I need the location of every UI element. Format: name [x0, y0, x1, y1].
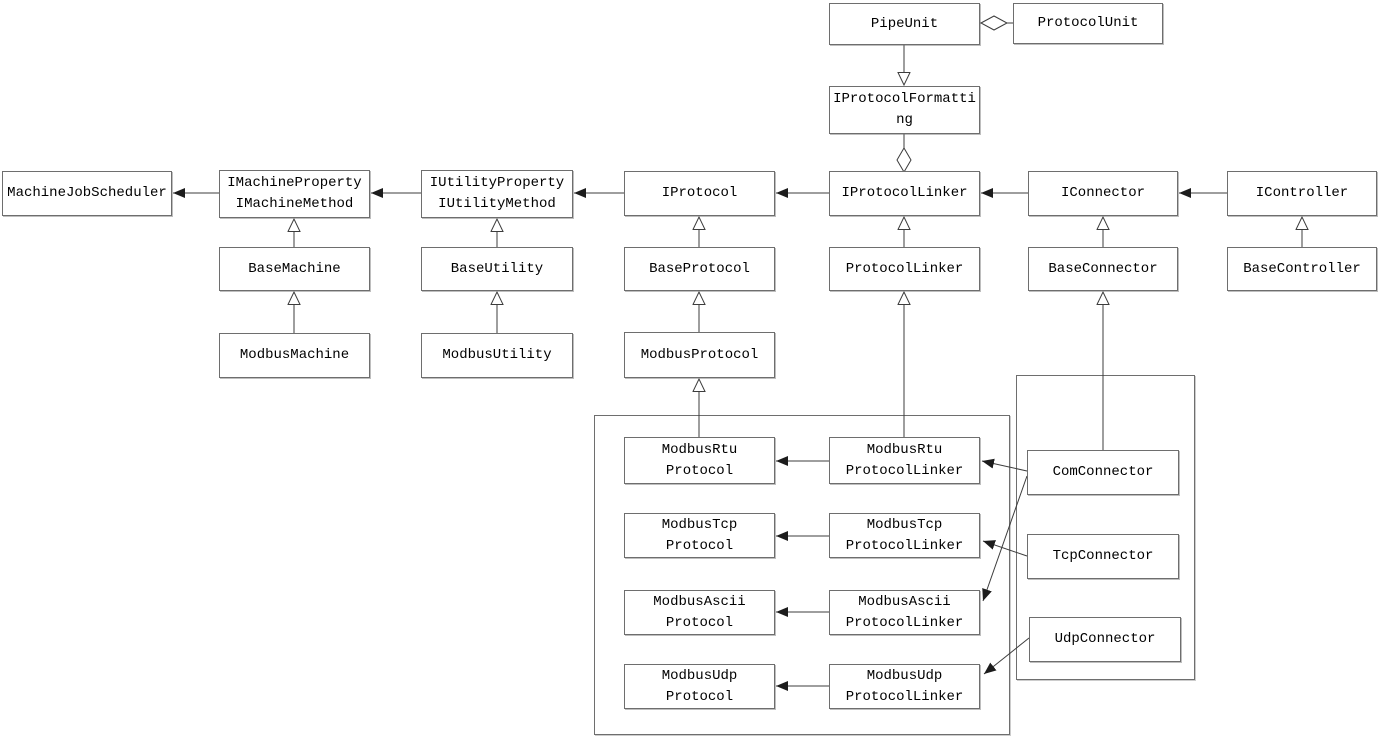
class-box-modbus-utility: ModbusUtility	[421, 333, 573, 378]
class-box-base-protocol: BaseProtocol	[624, 247, 775, 291]
class-box-iutility-property-method: IUtilityProperty IUtilityMethod	[421, 170, 573, 218]
class-box-icontroller: IController	[1227, 171, 1377, 216]
class-name: ModbusAscii ProtocolLinker	[845, 593, 964, 631]
class-name: BaseController	[1243, 260, 1361, 277]
class-box-modbus-machine: ModbusMachine	[219, 333, 370, 378]
class-box-modbus-rtu-protocol-linker: ModbusRtu ProtocolLinker	[829, 437, 980, 484]
class-box-modbus-tcp-protocol-linker: ModbusTcp ProtocolLinker	[829, 513, 980, 558]
class-box-iprotocol: IProtocol	[624, 171, 775, 216]
class-box-machine-job-scheduler: MachineJobScheduler	[2, 171, 172, 216]
class-name: IProtocolFormatti ng	[833, 91, 976, 128]
class-box-udp-connector: UdpConnector	[1029, 617, 1181, 662]
class-box-modbus-udp-protocol: ModbusUdp Protocol	[624, 664, 775, 709]
class-name: ModbusRtu Protocol	[661, 441, 738, 479]
class-name: IController	[1255, 185, 1349, 201]
class-name: BaseUtility	[450, 260, 544, 277]
class-box-imachine-property-method: IMachineProperty IMachineMethod	[219, 170, 370, 218]
class-box-base-connector: BaseConnector	[1028, 247, 1178, 291]
class-box-iconnector: IConnector	[1028, 171, 1178, 216]
class-name: MachineJobScheduler	[7, 185, 167, 201]
class-name: ModbusTcp ProtocolLinker	[845, 516, 964, 554]
class-box-pipe-unit: PipeUnit	[829, 3, 980, 45]
class-name: PipeUnit	[870, 15, 939, 32]
class-box-modbus-ascii-protocol-linker: ModbusAscii ProtocolLinker	[829, 590, 980, 635]
class-name: TcpConnector	[1052, 548, 1154, 564]
class-box-base-controller: BaseController	[1227, 247, 1377, 291]
class-name: ModbusRtu ProtocolLinker	[845, 441, 964, 479]
aggregation-diamond-iprotocollinker	[896, 147, 912, 173]
class-name: UdpConnector	[1054, 631, 1156, 647]
class-name: IConnector	[1060, 185, 1145, 201]
class-name: ModbusUdp ProtocolLinker	[845, 667, 964, 705]
class-name: IProtocolLinker	[841, 185, 968, 201]
class-name: ModbusUdp Protocol	[661, 667, 738, 705]
class-name: ModbusProtocol	[640, 346, 759, 363]
aggregation-diamond-pipeunit	[979, 15, 1009, 31]
class-box-base-utility: BaseUtility	[421, 247, 573, 291]
class-name: ModbusUtility	[442, 347, 552, 363]
class-name: IMachineProperty IMachineMethod	[227, 175, 362, 212]
class-name: ModbusMachine	[239, 347, 350, 363]
class-name: IUtilityProperty IUtilityMethod	[429, 175, 565, 212]
class-box-tcp-connector: TcpConnector	[1027, 534, 1179, 579]
class-box-protocol-unit: ProtocolUnit	[1013, 3, 1163, 44]
class-box-modbus-ascii-protocol: ModbusAscii Protocol	[624, 590, 775, 635]
class-box-iprotocol-linker: IProtocolLinker	[829, 171, 980, 216]
class-box-modbus-rtu-protocol: ModbusRtu Protocol	[624, 437, 775, 484]
class-box-base-machine: BaseMachine	[219, 247, 370, 291]
class-name: ProtocolLinker	[845, 260, 964, 277]
class-box-iprotocol-formatting: IProtocolFormatti ng	[829, 86, 980, 134]
class-name: ComConnector	[1052, 464, 1154, 480]
class-name: ProtocolUnit	[1037, 15, 1139, 31]
class-name: BaseMachine	[248, 260, 341, 277]
class-box-protocol-linker: ProtocolLinker	[829, 247, 980, 291]
class-box-modbus-protocol: ModbusProtocol	[624, 332, 775, 378]
class-name: BaseProtocol	[649, 260, 750, 277]
class-name: BaseConnector	[1048, 260, 1158, 277]
class-box-modbus-tcp-protocol: ModbusTcp Protocol	[624, 513, 775, 558]
class-name: ModbusAscii Protocol	[653, 593, 746, 631]
class-name: IProtocol	[661, 185, 738, 201]
class-box-modbus-udp-protocol-linker: ModbusUdp ProtocolLinker	[829, 664, 980, 709]
class-box-com-connector: ComConnector	[1027, 450, 1179, 495]
class-name: ModbusTcp Protocol	[661, 516, 738, 554]
